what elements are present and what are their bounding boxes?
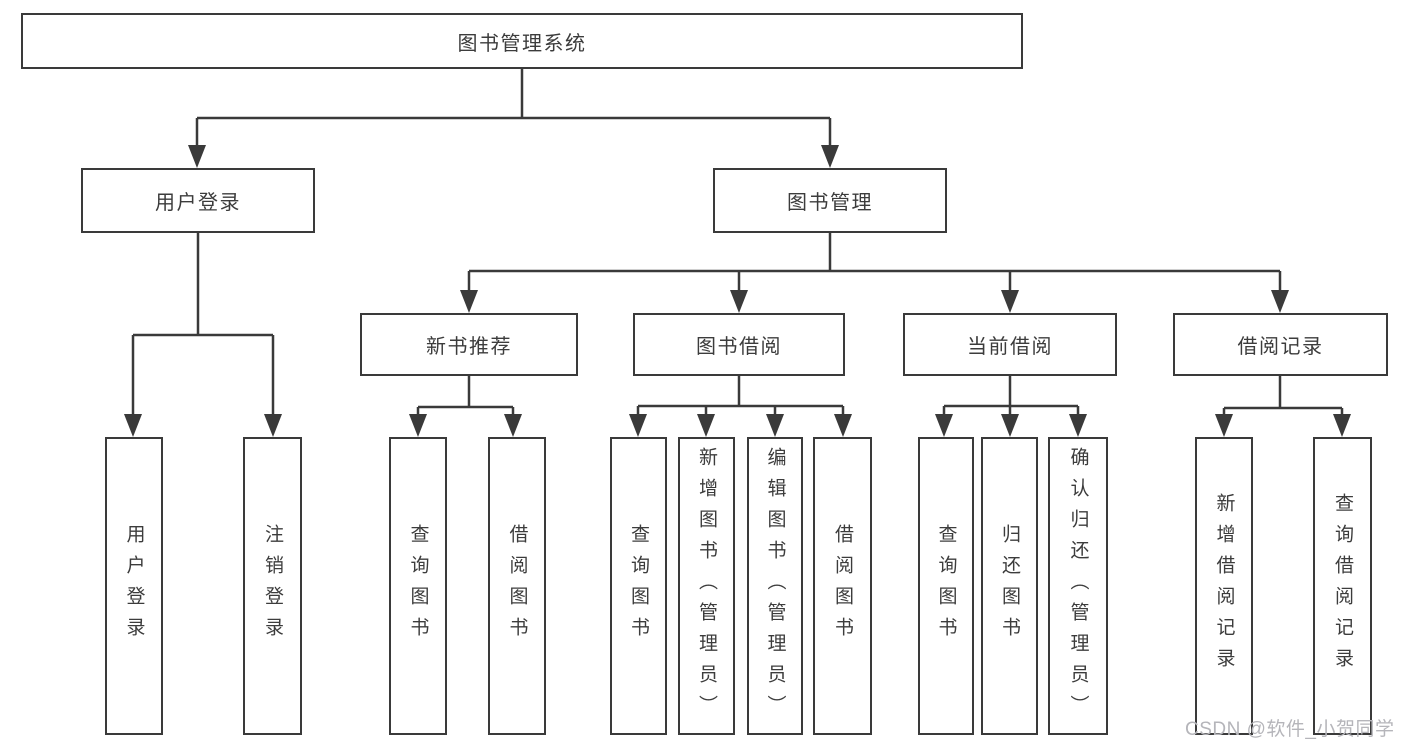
node-label: 借阅图书 xyxy=(832,524,853,648)
csdn-watermark: CSDN @软件_小贺同学 xyxy=(1185,719,1395,740)
leaf-user-login: 用户登录 xyxy=(105,437,163,735)
arrowhead-icon xyxy=(188,145,206,168)
leaf-edit-books-admin: 编辑图书（管理员） xyxy=(747,437,803,735)
node-new-book-recommend: 新书推荐 xyxy=(360,313,578,376)
arrowhead-icon xyxy=(834,414,852,437)
arrowhead-icon xyxy=(264,414,282,437)
node-label: 查询图书 xyxy=(935,524,957,648)
node-user-login: 用户登录 xyxy=(81,168,315,233)
arrowhead-icon xyxy=(821,145,839,168)
leaf-query-books-recommend: 查询图书 xyxy=(389,437,447,735)
connector-borrow-record-split xyxy=(1215,376,1351,437)
node-label: 借阅记录 xyxy=(1237,336,1324,358)
node-label: 图书管理 xyxy=(787,192,873,214)
arrowhead-icon xyxy=(730,290,748,313)
connector-book-borrow-split xyxy=(629,376,852,437)
node-label: 查询借阅记录 xyxy=(1332,493,1353,679)
node-label: 用户登录 xyxy=(155,192,241,214)
connector-root-split xyxy=(188,69,839,168)
node-label: 新增借阅记录 xyxy=(1213,493,1235,679)
node-label: 图书管理系统 xyxy=(457,32,587,55)
arrowhead-icon xyxy=(460,290,478,313)
arrowhead-icon xyxy=(1271,290,1289,313)
node-label: 借阅图书 xyxy=(506,524,528,648)
node-label: 新增图书（管理员） xyxy=(696,446,717,726)
arrowhead-icon xyxy=(1069,414,1087,437)
arrowhead-icon xyxy=(1333,414,1351,437)
node-label: 编辑图书（管理员） xyxy=(764,446,786,726)
arrowhead-icon xyxy=(409,414,427,437)
node-label: 归还图书 xyxy=(999,524,1020,648)
node-label: 用户登录 xyxy=(123,524,145,648)
leaf-borrow-books-borrow: 借阅图书 xyxy=(813,437,872,735)
node-label: 注销登录 xyxy=(262,524,283,648)
arrowhead-icon xyxy=(629,414,647,437)
connector-current-borrow-split xyxy=(935,376,1087,437)
arrowhead-icon xyxy=(766,414,784,437)
node-book-borrowing: 图书借阅 xyxy=(633,313,845,376)
connector-user-login-split xyxy=(124,233,282,437)
leaf-borrow-books-recommend: 借阅图书 xyxy=(488,437,546,735)
leaf-add-borrow-record: 新增借阅记录 xyxy=(1195,437,1253,735)
node-library-system-root: 图书管理系统 xyxy=(21,13,1023,69)
node-label: 当前借阅 xyxy=(967,336,1053,358)
node-label: 查询图书 xyxy=(628,524,649,648)
arrowhead-icon xyxy=(1001,290,1019,313)
arrowhead-icon xyxy=(504,414,522,437)
arrowhead-icon xyxy=(697,414,715,437)
arrowhead-icon xyxy=(1215,414,1233,437)
connector-new-book-split xyxy=(409,376,522,437)
leaf-query-books-current: 查询图书 xyxy=(918,437,974,735)
leaf-confirm-return-admin: 确认归还（管理员） xyxy=(1048,437,1108,735)
leaf-query-borrow-record: 查询借阅记录 xyxy=(1313,437,1372,735)
arrowhead-icon xyxy=(935,414,953,437)
node-label: 新书推荐 xyxy=(426,336,512,358)
leaf-logout: 注销登录 xyxy=(243,437,302,735)
node-book-management: 图书管理 xyxy=(713,168,947,233)
connector-book-mgmt-split xyxy=(460,233,1289,313)
node-borrowing-records: 借阅记录 xyxy=(1173,313,1388,376)
leaf-add-books-admin: 新增图书（管理员） xyxy=(678,437,735,735)
arrowhead-icon xyxy=(1001,414,1019,437)
arrowhead-icon xyxy=(124,414,142,437)
node-label: 图书借阅 xyxy=(696,336,782,358)
node-current-borrowing: 当前借阅 xyxy=(903,313,1117,376)
node-label: 确认归还（管理员） xyxy=(1067,446,1089,726)
node-label: 查询图书 xyxy=(407,524,429,648)
leaf-return-books: 归还图书 xyxy=(981,437,1038,735)
leaf-query-books-borrow: 查询图书 xyxy=(610,437,667,735)
